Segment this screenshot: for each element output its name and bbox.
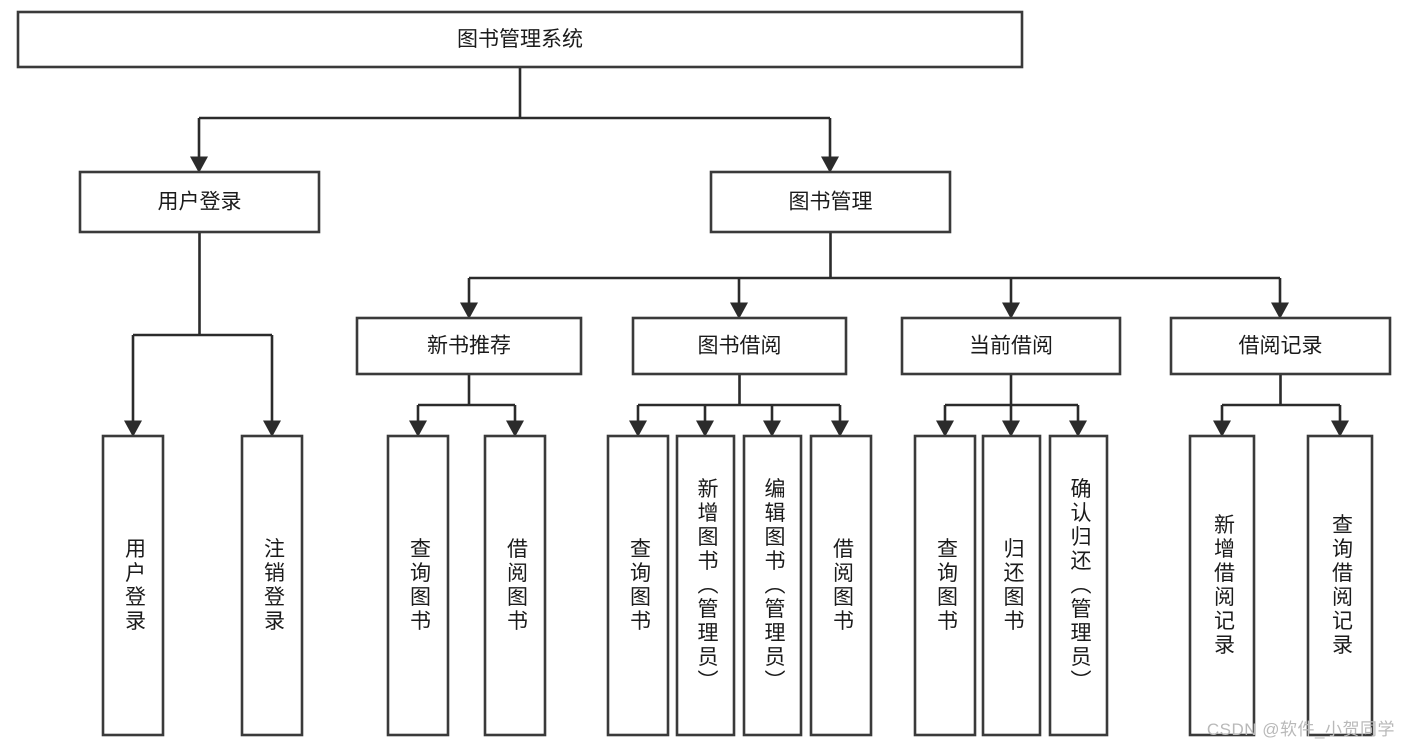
- node-box-查询图书[interactable]: [386, 434, 450, 737]
- node-label-图书管理系统: 图书管理系统: [457, 28, 583, 51]
- node-box-用户登录[interactable]: [101, 434, 165, 737]
- node-box-查询借阅记录[interactable]: [1306, 434, 1374, 737]
- node-box-新增借阅记录[interactable]: [1188, 434, 1256, 737]
- node-leaf-12[interactable]: 查询借阅记录: [1306, 434, 1374, 737]
- node-leaf-9[interactable]: 归还图书: [981, 434, 1042, 737]
- node-label-新增图书管理员: 新增图书（管理员）: [695, 478, 719, 694]
- node-root-0[interactable]: 图书管理系统: [16, 10, 1024, 69]
- node-box-注销登录[interactable]: [240, 434, 304, 737]
- node-l3-0[interactable]: 新书推荐: [355, 316, 583, 376]
- node-label-用户登录: 用户登录: [122, 538, 146, 634]
- node-leaf-5[interactable]: 新增图书（管理员）: [675, 434, 736, 737]
- node-leaf-1[interactable]: 注销登录: [240, 434, 304, 737]
- node-leaf-0[interactable]: 用户登录: [101, 434, 165, 737]
- node-leaf-4[interactable]: 查询图书: [606, 434, 670, 737]
- node-label-归还图书: 归还图书: [1001, 538, 1025, 634]
- node-box-图书管理系统[interactable]: [16, 10, 1024, 69]
- node-box-归还图书[interactable]: [981, 434, 1042, 737]
- node-l3-2[interactable]: 当前借阅: [900, 316, 1122, 376]
- node-label-图书借阅: 图书借阅: [698, 335, 782, 358]
- node-l3-1[interactable]: 图书借阅: [631, 316, 848, 376]
- node-box-查询图书[interactable]: [913, 434, 977, 737]
- node-leaf-8[interactable]: 查询图书: [913, 434, 977, 737]
- node-box-借阅图书[interactable]: [483, 434, 547, 737]
- csdn-watermark: CSDN @软件_小贺同学: [1206, 720, 1395, 739]
- node-l3-3[interactable]: 借阅记录: [1169, 316, 1392, 376]
- node-label-借阅图书: 借阅图书: [504, 538, 528, 634]
- node-leaf-7[interactable]: 借阅图书: [809, 434, 873, 737]
- node-leaf-11[interactable]: 新增借阅记录: [1188, 434, 1256, 737]
- node-label-借阅图书: 借阅图书: [830, 538, 854, 634]
- node-label-借阅记录: 借阅记录: [1239, 335, 1323, 358]
- node-label-确认归还管理员: 确认归还（管理员）: [1068, 478, 1092, 694]
- node-label-新书推荐: 新书推荐: [427, 335, 511, 358]
- node-box-用户登录[interactable]: [78, 170, 321, 234]
- node-label-查询图书: 查询图书: [934, 538, 958, 634]
- node-box-借阅记录[interactable]: [1169, 316, 1392, 376]
- node-l2-0[interactable]: 用户登录: [78, 170, 321, 234]
- node-label-查询图书: 查询图书: [627, 538, 651, 634]
- node-label-用户登录: 用户登录: [158, 191, 242, 214]
- node-label-当前借阅: 当前借阅: [969, 335, 1053, 358]
- node-box-新增图书管理员[interactable]: [675, 434, 736, 737]
- node-label-新增借阅记录: 新增借阅记录: [1211, 514, 1235, 658]
- edge-layer: [123, 67, 1350, 438]
- node-label-编辑图书管理员: 编辑图书（管理员）: [762, 478, 786, 694]
- node-box-借阅图书[interactable]: [809, 434, 873, 737]
- node-label-查询图书: 查询图书: [407, 538, 431, 634]
- node-leaf-3[interactable]: 借阅图书: [483, 434, 547, 737]
- node-label-注销登录: 注销登录: [261, 538, 285, 634]
- node-leaf-2[interactable]: 查询图书: [386, 434, 450, 737]
- node-layer: 图书管理系统用户登录图书管理新书推荐图书借阅当前借阅借阅记录用户登录注销登录查询…: [16, 10, 1392, 737]
- node-l2-1[interactable]: 图书管理: [709, 170, 952, 234]
- node-box-图书管理[interactable]: [709, 170, 952, 234]
- node-label-查询借阅记录: 查询借阅记录: [1329, 514, 1353, 658]
- node-box-查询图书[interactable]: [606, 434, 670, 737]
- node-box-新书推荐[interactable]: [355, 316, 583, 376]
- node-label-图书管理: 图书管理: [789, 191, 873, 214]
- node-box-编辑图书管理员[interactable]: [742, 434, 803, 737]
- node-box-图书借阅[interactable]: [631, 316, 848, 376]
- node-box-当前借阅[interactable]: [900, 316, 1122, 376]
- node-leaf-6[interactable]: 编辑图书（管理员）: [742, 434, 803, 737]
- node-box-确认归还管理员[interactable]: [1048, 434, 1109, 737]
- node-leaf-10[interactable]: 确认归还（管理员）: [1048, 434, 1109, 737]
